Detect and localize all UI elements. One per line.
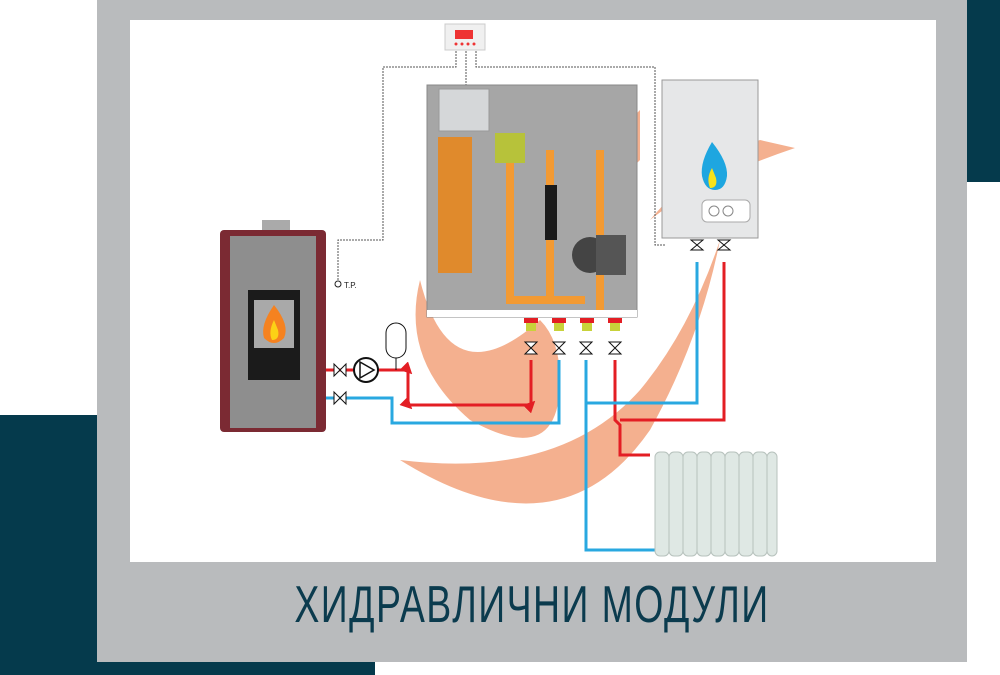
gas-boiler xyxy=(661,79,759,239)
diagram-canvas: T.P. xyxy=(130,20,936,562)
decor-navy-block-right xyxy=(966,0,1000,182)
control-wiring xyxy=(337,48,665,282)
cold-pipes xyxy=(326,262,699,552)
valve-icons xyxy=(333,239,732,406)
decor-navy-block-left xyxy=(0,415,98,675)
hydraulic-module xyxy=(426,84,638,331)
decor-navy-bar-bottom xyxy=(0,660,375,675)
pellet-stove xyxy=(220,220,326,432)
hydraulic-diagram: T.P. xyxy=(220,23,795,557)
expansion-vessel-icon xyxy=(385,322,407,370)
hot-pipes xyxy=(326,262,726,457)
pump-icon xyxy=(353,357,379,383)
temperature-probe-label: T.P. xyxy=(344,281,357,290)
thermostat xyxy=(444,23,486,51)
radiator xyxy=(654,451,778,557)
page-title: ХИДРАВЛИЧНИ МОДУЛИ xyxy=(294,576,770,634)
temperature-probe-icon xyxy=(334,280,342,288)
